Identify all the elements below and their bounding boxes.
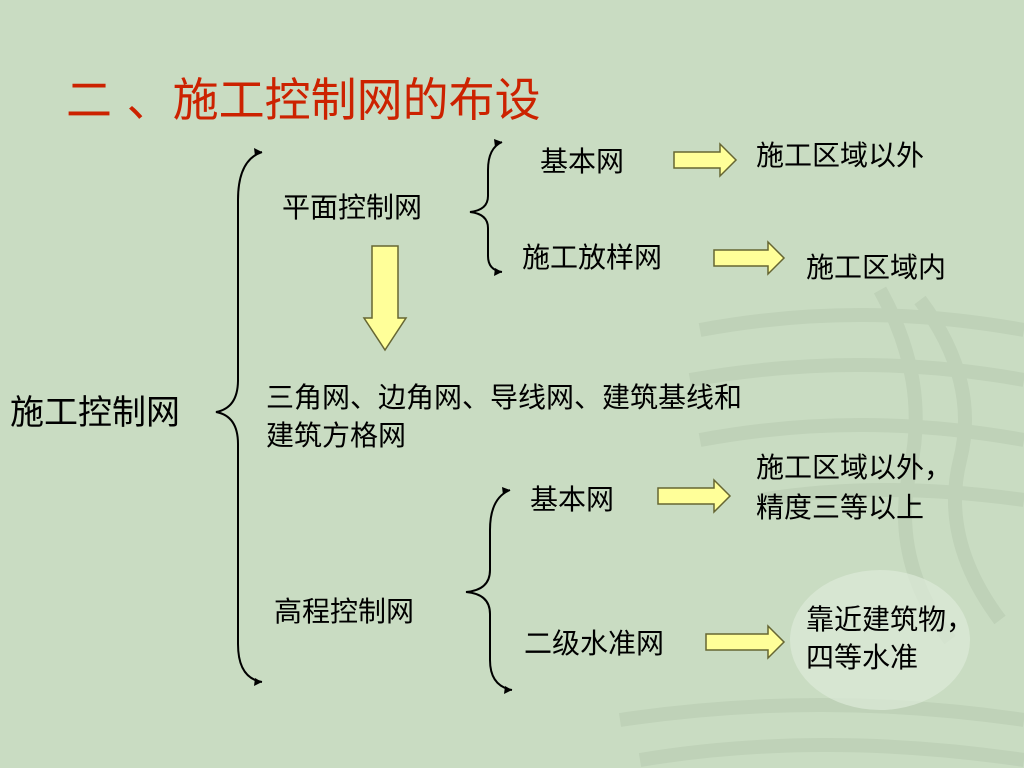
arrow-right-icon: [657, 478, 732, 514]
arrow-right-icon: [705, 624, 786, 660]
network-types-line2: 建筑方格网: [266, 419, 407, 452]
plane-layout-node: 施工放样网: [522, 241, 663, 274]
arrow-right-icon: [713, 240, 786, 276]
plane-basic-node: 基本网: [540, 145, 625, 178]
elevation-level2-node: 二级水准网: [524, 627, 665, 660]
arrow-down-icon: [362, 245, 408, 352]
elevation-basic-node: 基本网: [530, 483, 615, 516]
elevation-control-node: 高程控制网: [274, 595, 415, 628]
elevation-basic-result-line2: 精度三等以上: [756, 491, 925, 524]
plane-basic-result: 施工区域以外: [756, 139, 925, 172]
network-types-line1: 三角网、边角网、导线网、建筑基线和: [266, 381, 743, 414]
elevation-level2-result-line1: 靠近建筑物，: [806, 603, 975, 636]
plane-layout-result: 施工区域内: [806, 251, 947, 284]
elevation-brace: [465, 489, 513, 691]
plane-brace: [469, 141, 503, 273]
elevation-basic-result-line1: 施工区域以外，: [756, 451, 953, 484]
plane-control-node: 平面控制网: [282, 191, 423, 224]
arrow-right-icon: [673, 142, 738, 178]
root-node: 施工控制网: [10, 393, 180, 433]
main-brace: [215, 151, 263, 683]
elevation-level2-result-line2: 四等水准: [806, 641, 919, 674]
page-title: 二 、施工控制网的布设: [66, 73, 541, 127]
